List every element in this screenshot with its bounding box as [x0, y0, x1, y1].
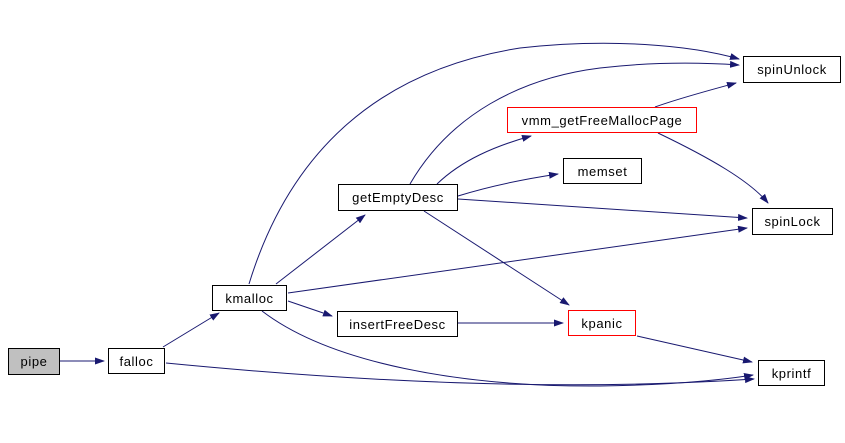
edge-getEmptyDesc-kpanic	[423, 210, 570, 306]
node-kmalloc[interactable]: kmalloc	[212, 285, 287, 311]
node-kprintf[interactable]: kprintf	[758, 360, 825, 386]
edge-kpanic-kprintf	[636, 335, 753, 364]
edge-getEmptyDesc-spinUnlock	[409, 60, 740, 185]
edge-kmalloc-getEmptyDesc	[275, 214, 366, 285]
node-falloc[interactable]: falloc	[108, 348, 165, 374]
node-vmm_getFreeMallocPage[interactable]: vmm_getFreeMallocPage	[507, 107, 697, 133]
edge-falloc-kmalloc	[162, 312, 220, 348]
edge-vmm_getFreeMallocPage-spinLock	[657, 132, 769, 204]
node-pipe: pipe	[8, 348, 60, 375]
edge-falloc-kprintf	[165, 362, 755, 386]
edge-getEmptyDesc-spinLock	[457, 198, 748, 221]
node-insertFreeDesc[interactable]: insertFreeDesc	[337, 311, 458, 337]
node-memset[interactable]: memset	[563, 158, 642, 184]
edge-kmalloc-spinUnlock	[248, 42, 740, 285]
edge-getEmptyDesc-vmm_getFreeMallocPage	[436, 135, 532, 185]
edge-vmm_getFreeMallocPage-spinUnlock	[654, 81, 737, 108]
edge-kmalloc-insertFreeDesc	[287, 300, 333, 317]
edge-kmalloc-spinLock	[287, 225, 748, 294]
edge-kmalloc-kprintf	[261, 310, 754, 387]
node-kpanic[interactable]: kpanic	[568, 310, 636, 336]
node-spinLock[interactable]: spinLock	[752, 208, 833, 235]
node-spinUnlock[interactable]: spinUnlock	[743, 56, 841, 83]
edge-getEmptyDesc-memset	[457, 171, 559, 197]
node-getEmptyDesc[interactable]: getEmptyDesc	[338, 184, 458, 211]
